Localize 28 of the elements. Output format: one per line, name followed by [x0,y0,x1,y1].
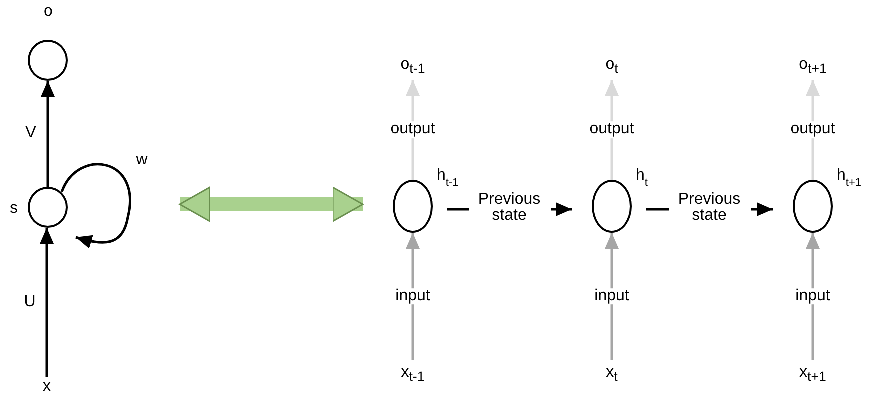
arrow [40,228,54,377]
state-label: s [10,201,18,217]
state-label: o [44,4,53,20]
edge-label: output [588,122,636,138]
edge-label: V [24,126,38,142]
arrow [60,163,132,249]
edge-label: U [23,294,37,311]
variable-label: x$_{t+1}$ [793,360,833,388]
edge-label: input [794,288,832,305]
variable-label: x$_{t}$ [592,360,632,388]
edge-label: input [594,288,630,305]
variable-label: x [37,377,57,397]
edge-label: w [135,152,149,169]
state-label: h$_{t-1}$ [437,168,459,189]
arrow [406,233,420,360]
variable-label: o$_{t+1}$ [793,52,833,80]
edge-label: output [790,122,836,138]
variable-label: o$_{t}$ [592,52,632,80]
arrow [41,81,55,187]
edge-label: input [394,288,432,305]
arrow [605,233,619,360]
arrow [806,233,820,360]
variable-label: o$_{t-1}$ [393,52,433,80]
variable-label: x$_{t-1}$ [393,360,433,388]
state-label: h$_{t}$ [636,168,648,189]
double-arrow [179,186,364,222]
state-label: h$_{t+1}$ [837,168,862,189]
edge-label: output [390,122,436,138]
